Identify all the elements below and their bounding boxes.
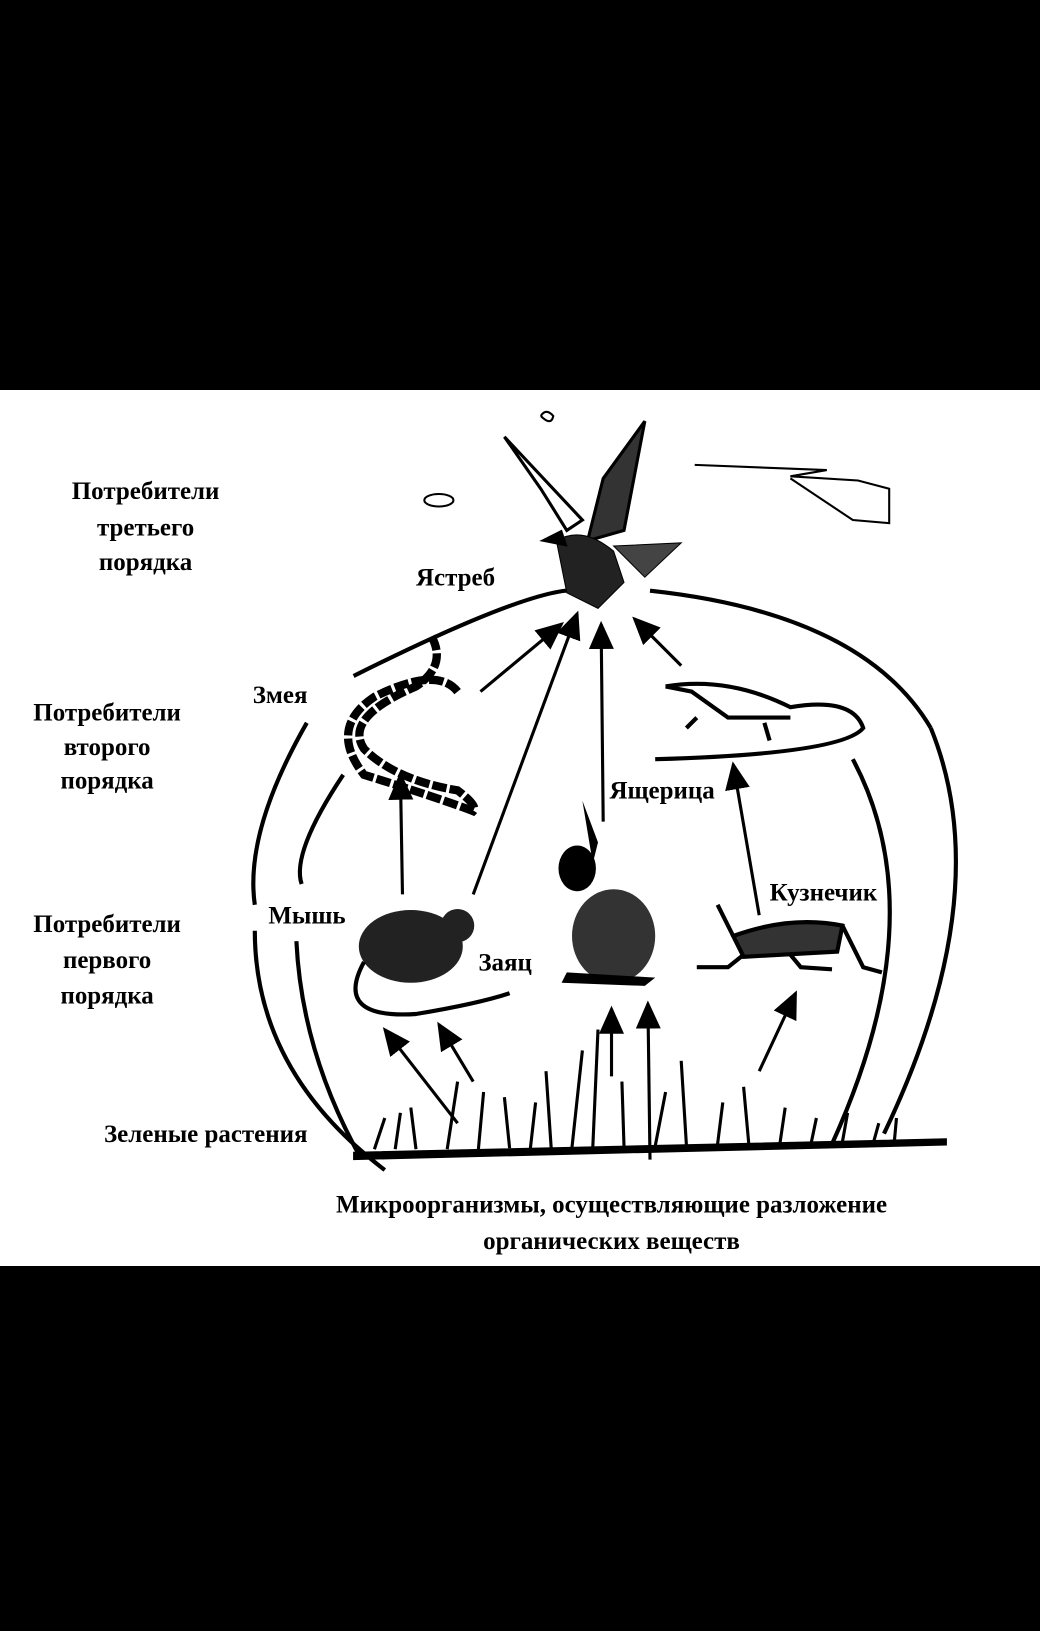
decomposers-label: Микроорганизмы, осуществляющие разложени… xyxy=(336,1192,887,1255)
mouse-icon xyxy=(353,908,511,1017)
hawk-label: Ястреб xyxy=(416,565,495,592)
lizard-label: Ящерица xyxy=(609,778,715,805)
svg-text:органических веществ: органических веществ xyxy=(483,1228,740,1255)
decomposition-arcs xyxy=(251,587,958,1172)
svg-text:первого: первого xyxy=(63,947,151,974)
svg-text:порядка: порядка xyxy=(99,549,193,576)
snake-icon xyxy=(343,634,479,817)
grasshopper-icon xyxy=(696,903,883,975)
level-second-label: Потребители второго порядка xyxy=(33,700,181,795)
scribble-marks xyxy=(423,410,891,525)
level-first-label: Потребители первого порядка xyxy=(33,911,181,1010)
hare-label: Заяц xyxy=(478,949,532,976)
green-plants-icon xyxy=(353,1029,947,1161)
plants-label: Зеленые растения xyxy=(104,1121,308,1148)
svg-text:третьего: третьего xyxy=(97,515,194,542)
svg-text:второго: второго xyxy=(64,734,151,761)
lizard-icon xyxy=(655,681,866,762)
svg-text:порядка: порядка xyxy=(60,767,154,794)
grasshopper-label: Кузнечик xyxy=(770,880,878,907)
svg-text:порядка: порядка xyxy=(60,983,154,1010)
svg-text:Потребители: Потребители xyxy=(72,478,220,505)
mouse-label: Мышь xyxy=(268,903,345,930)
svg-text:Потребители: Потребители xyxy=(33,700,181,727)
svg-text:Потребители: Потребители xyxy=(33,911,181,938)
svg-text:Микроорганизмы, осуществляющие: Микроорганизмы, осуществляющие разложени… xyxy=(336,1192,887,1219)
energy-arrows xyxy=(382,610,798,1160)
hawk-icon xyxy=(503,420,683,610)
hare-icon xyxy=(558,800,656,986)
level-third-label: Потребители третьего порядка xyxy=(72,478,220,576)
food-web-panel xyxy=(0,390,1040,1266)
snake-label: Змея xyxy=(253,682,308,709)
